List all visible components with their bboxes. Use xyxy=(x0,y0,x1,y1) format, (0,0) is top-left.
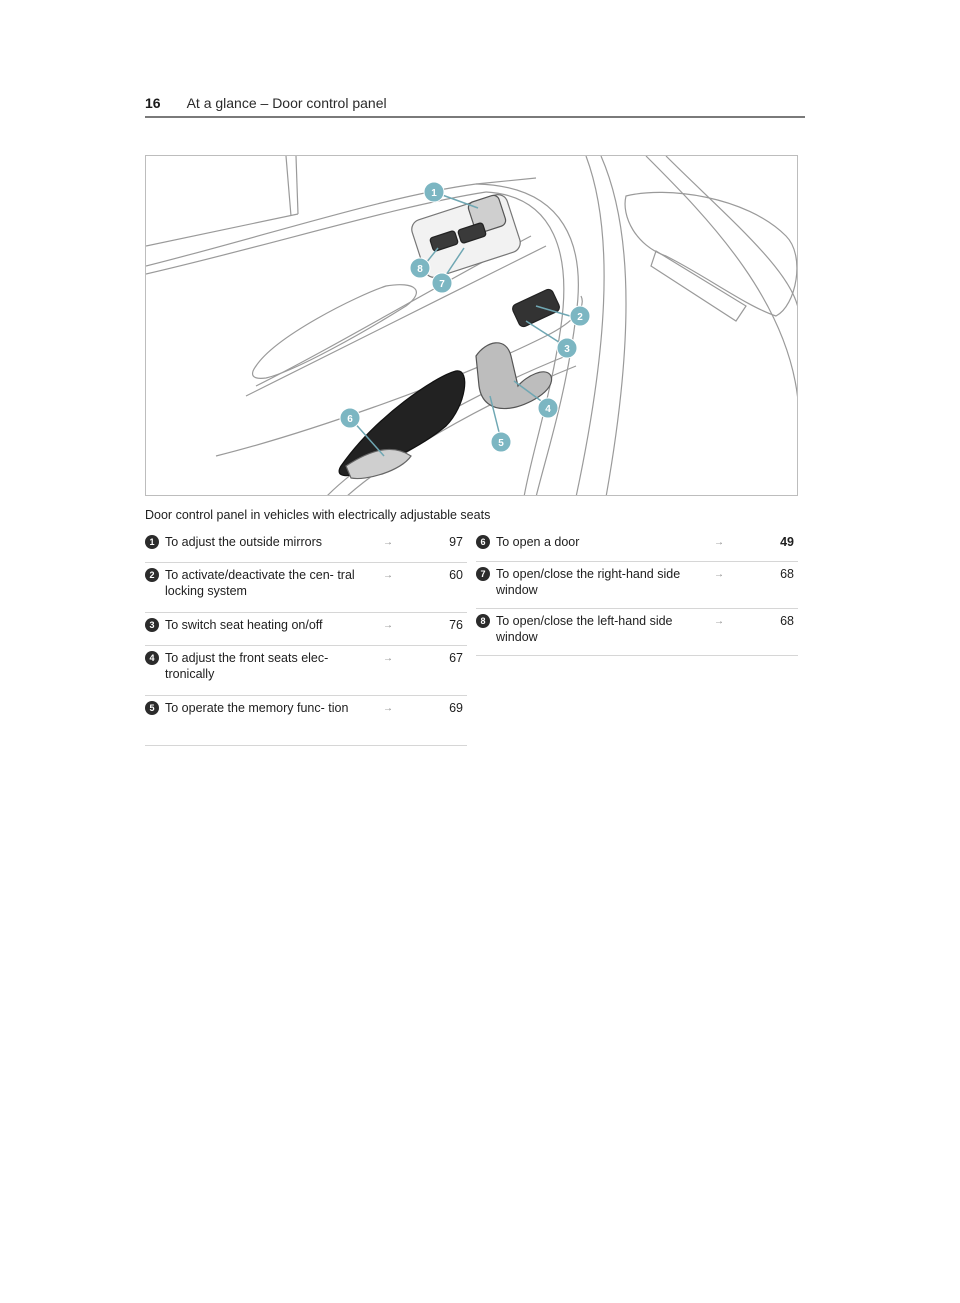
running-header: 16 At a glance – Door control panel xyxy=(145,92,805,118)
page-ref-arrow-icon: → xyxy=(714,616,724,627)
page-ref-arrow-icon: → xyxy=(383,620,393,631)
callout-6: 6 xyxy=(347,414,353,425)
legend-item: 3 To switch seat heating on/off → 76 xyxy=(145,613,467,646)
page-reference[interactable]: 69 xyxy=(449,701,463,715)
legend-item: 5 To operate the memory func‐ tion → 69 xyxy=(145,696,467,746)
item-description: To open a door xyxy=(496,535,580,549)
item-description: To operate the memory func‐ tion xyxy=(165,701,349,715)
legend-item: 7 To open/close the right-hand side wind… xyxy=(476,562,798,609)
legend-item: 4 To adjust the front seats elec‐ tronic… xyxy=(145,646,467,696)
item-description: To adjust the front seats elec‐ tronical… xyxy=(165,651,329,681)
page-reference[interactable]: 67 xyxy=(449,651,463,665)
item-description: To open/close the right-hand side window xyxy=(496,567,681,597)
item-number-badge: 1 xyxy=(145,535,159,549)
door-panel-illustration: 1 2 3 4 5 6 7 8 xyxy=(145,155,798,496)
callout-7: 7 xyxy=(439,279,445,290)
page-reference[interactable]: 68 xyxy=(780,567,794,581)
item-number-badge: 4 xyxy=(145,651,159,665)
section-title: At a glance – Door control panel xyxy=(186,95,387,111)
callout-5: 5 xyxy=(498,438,504,449)
item-description: To open/close the left-hand side window xyxy=(496,614,673,644)
legend-left-column: 1 To adjust the outside mirrors → 97 2 T… xyxy=(145,530,467,746)
item-number-badge: 5 xyxy=(145,701,159,715)
callout-8: 8 xyxy=(417,264,423,275)
legend-item: 2 To activate/deactivate the cen‐ tral l… xyxy=(145,563,467,613)
item-number-badge: 8 xyxy=(476,614,490,628)
page-reference[interactable]: 68 xyxy=(780,614,794,628)
page-reference[interactable]: 60 xyxy=(449,568,463,582)
legend-right-column: 6 To open a door → 49 7 To open/close th… xyxy=(476,530,798,656)
item-number-badge: 7 xyxy=(476,567,490,581)
page-ref-arrow-icon: → xyxy=(383,537,393,548)
callout-1: 1 xyxy=(431,188,437,199)
page-ref-arrow-icon: → xyxy=(714,537,724,548)
page-reference[interactable]: 76 xyxy=(449,618,463,632)
page-ref-arrow-icon: → xyxy=(714,569,724,580)
callout-4: 4 xyxy=(545,404,551,415)
legend-item: 6 To open a door → 49 xyxy=(476,530,798,562)
legend-item: 8 To open/close the left-hand side windo… xyxy=(476,609,798,656)
page-ref-arrow-icon: → xyxy=(383,653,393,664)
item-description: To switch seat heating on/off xyxy=(165,618,323,632)
page-reference[interactable]: 49 xyxy=(780,535,794,549)
item-description: To adjust the outside mirrors xyxy=(165,535,323,549)
figure-caption: Door control panel in vehicles with elec… xyxy=(145,508,491,522)
page-ref-arrow-icon: → xyxy=(383,570,393,581)
item-number-badge: 3 xyxy=(145,618,159,632)
item-description: To activate/deactivate the cen‐ tral loc… xyxy=(165,568,355,598)
callout-3: 3 xyxy=(564,344,570,355)
legend-item: 1 To adjust the outside mirrors → 97 xyxy=(145,530,467,563)
page-ref-arrow-icon: → xyxy=(383,703,393,714)
callout-2: 2 xyxy=(577,312,583,323)
item-number-badge: 6 xyxy=(476,535,490,549)
item-number-badge: 2 xyxy=(145,568,159,582)
page-reference[interactable]: 97 xyxy=(449,535,463,549)
page-number: 16 xyxy=(145,95,161,111)
